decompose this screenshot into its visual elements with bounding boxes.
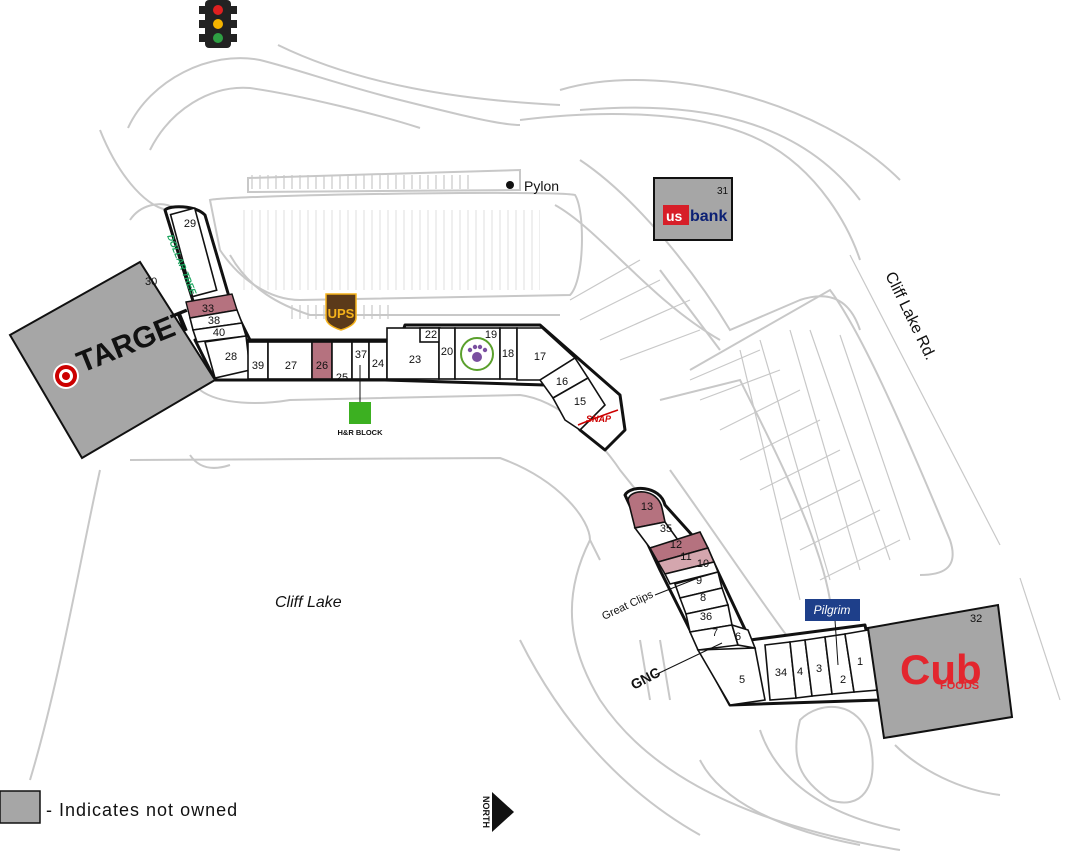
hr-block-label: H&R BLOCK (338, 428, 384, 437)
pilgrim-logo: Pilgrim (805, 599, 860, 621)
unit-number: 11 (680, 551, 691, 563)
unit-number: 12 (670, 539, 682, 551)
unit-5[interactable] (696, 647, 766, 706)
pylon-marker-icon (506, 181, 514, 189)
unit-number: 18 (502, 348, 514, 360)
unit-number: 20 (441, 346, 453, 358)
great-clips-leader-line (654, 577, 699, 596)
legend: - Indicates not owned (0, 790, 238, 824)
cub-anchor[interactable]: 32 Cub FOODS (866, 603, 1014, 740)
paw-icon (472, 352, 482, 362)
pilgrim-logo-text: Pilgrim (814, 603, 851, 617)
cub-logo-sub: FOODS (940, 680, 979, 692)
unit-number: 5 (739, 674, 745, 686)
unit-29[interactable] (169, 207, 218, 298)
north-arrow-icon: NORTH (481, 792, 514, 832)
unit-number: 29 (184, 218, 196, 230)
unit-13[interactable] (627, 491, 666, 529)
unit-number: 24 (372, 358, 384, 370)
unit-number: 19 (485, 329, 497, 341)
unit-number: 39 (252, 360, 264, 372)
unit-15[interactable] (551, 376, 607, 432)
unit-number: 40 (213, 327, 225, 339)
cub-unit-number: 32 (970, 613, 982, 625)
unit-number: 38 (208, 315, 220, 327)
snap-fitness-logo: SNAP (577, 409, 619, 426)
unit-number: 3 (816, 663, 822, 675)
legend-swatch (0, 790, 41, 824)
parking-lot-outlines (29, 44, 1061, 851)
unit-number: 34 (775, 667, 787, 679)
unit-number: 15 (574, 396, 586, 408)
usbank-unit-number: 31 (717, 186, 729, 197)
lake-label: Cliff Lake (275, 594, 342, 611)
unit-number: 35 (660, 523, 672, 535)
pilgrim-leader-line (834, 619, 839, 666)
traffic-light-icon (199, 0, 237, 48)
north-label: NORTH (481, 796, 491, 828)
cub-logo: Cub (900, 646, 982, 693)
unit-number: 22 (425, 329, 437, 341)
usbank-shield-icon (663, 205, 689, 225)
gnc-logo-text: GNC (628, 664, 663, 693)
snap-logo-text: SNAP (586, 414, 612, 424)
unit-number: 17 (534, 351, 546, 363)
unit-number: 1 (857, 656, 863, 668)
unit-number: 6 (735, 631, 741, 643)
target-unit-number: 30 (145, 276, 157, 288)
unit-number: 23 (409, 354, 421, 366)
unit-number: 4 (797, 666, 803, 678)
unit-number: 26 (316, 360, 328, 372)
unit-number: 28 (225, 351, 237, 363)
unit-number: 7 (712, 627, 718, 639)
pylon-label: Pylon (524, 178, 559, 194)
unit-number: 13 (641, 501, 653, 513)
unit-number: 8 (700, 592, 706, 604)
unit-number: 36 (700, 611, 712, 623)
unit-number: 2 (840, 674, 846, 686)
unit-number: 16 (556, 376, 568, 388)
unit-number: 9 (696, 575, 702, 587)
unit-number: 10 (697, 558, 709, 570)
target-bullseye-icon (53, 363, 79, 389)
unit-number: 37 (355, 349, 367, 361)
usbank-logo-prefix: us (666, 208, 683, 224)
unit-number: 25 (336, 372, 348, 384)
ups-logo: UPS (325, 293, 357, 331)
ups-logo-text: UPS (328, 306, 355, 321)
great-clips-label: Great Clips (600, 588, 655, 622)
units: 29 33 38 40 28 39 27 26 25 37 24 23 22 2… (169, 207, 879, 706)
target-anchor[interactable]: 30 TARGET (8, 260, 217, 460)
legend-text: - Indicates not owned (46, 800, 238, 820)
hr-block-logo: H&R BLOCK (338, 365, 384, 437)
unit-number: 33 (202, 303, 214, 315)
road-label: Cliff Lake Rd. (881, 269, 938, 363)
unit-number: 27 (285, 360, 297, 372)
pet-paw-logo (460, 337, 494, 371)
usbank-anchor[interactable]: 31 us bank (653, 177, 733, 241)
usbank-logo: bank (690, 208, 727, 225)
